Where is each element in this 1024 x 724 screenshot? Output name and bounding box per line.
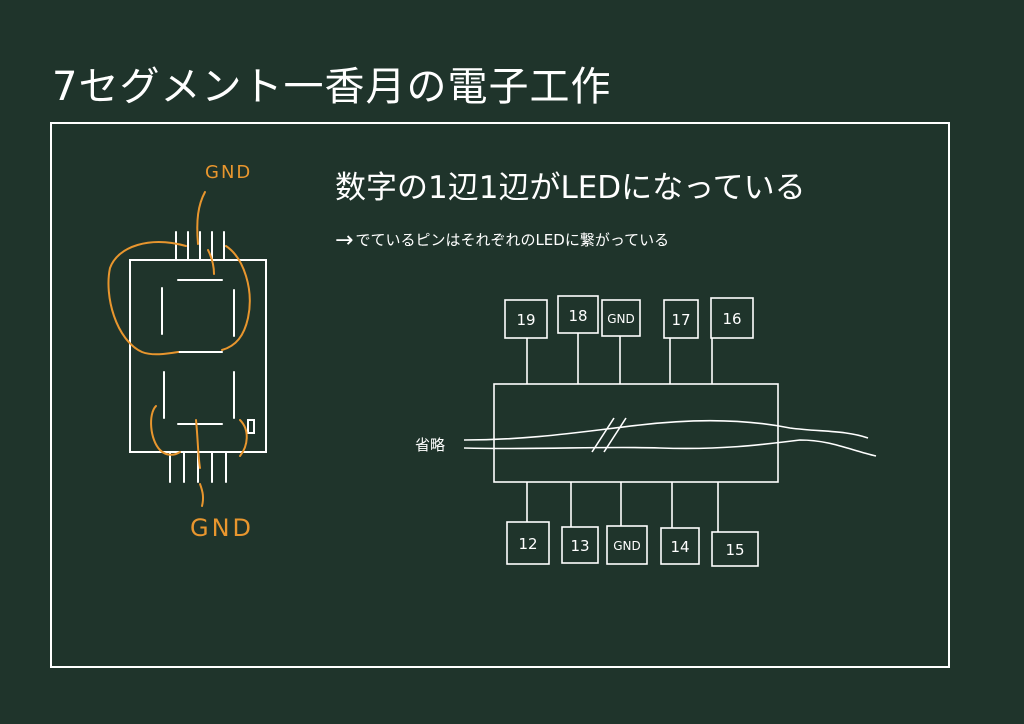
loop-bottom-right [239,419,248,457]
gnd-top-line [196,191,206,245]
segments [161,279,235,425]
pin-label: 15 [725,541,744,559]
gnd-bottom-label: GND [190,514,254,542]
wave-line-lower [463,439,877,457]
break-mark-2 [603,417,627,453]
wave-line-upper [463,419,869,441]
ic-diagram [463,333,877,532]
pin-box: 12 [506,521,550,565]
pin-label: 16 [722,310,741,328]
top-pin-boxes: 19 18 GND 17 16 [504,295,754,339]
pin-box: 13 [561,526,599,564]
subline-text: でているピンはそれぞれのLEDに繋がっている [355,231,670,249]
pin-label: GND [607,312,635,326]
loop-bottom-center [195,419,201,469]
arrow-icon: → [335,228,354,253]
pin-box: GND [606,525,648,565]
pin-box: 15 [711,531,759,567]
omitted-label: 省略 [415,436,445,454]
pin-label: 14 [670,538,689,556]
ic-body [493,383,779,483]
gnd-bottom-line [199,483,205,507]
loop-bottom-left [150,405,181,456]
pin-box: 14 [660,527,700,565]
chalkboard-frame [50,122,950,668]
pin-box: GND [601,299,641,337]
pin-label: 18 [568,307,587,325]
subline: →でているピンはそれぞれのLEDに繋がっている [335,228,669,253]
bottom-pin-boxes: 12 13 GND 14 15 [506,521,759,567]
pin-box: 16 [710,297,754,339]
omitted-label-group: 省略 [415,436,445,454]
pin-box: 17 [663,299,699,339]
pin-box: 18 [557,295,599,334]
loop-right [221,245,251,351]
pin-box: 19 [504,299,548,339]
loop-center [207,249,215,275]
top-pins [175,231,225,261]
seven-segment-display [129,231,267,483]
pin-label: 17 [671,311,690,329]
pin-label: 12 [518,535,537,553]
gnd-annotations [107,191,251,507]
heading: 数字の1辺1辺がLEDになっている [335,170,806,206]
pin-label: GND [613,539,641,553]
bottom-pins [169,451,227,483]
break-mark-1 [591,417,615,453]
pin-label: 19 [516,311,535,329]
page-title: 7セグメント一香月の電子工作 [52,64,612,110]
pin-label: 13 [570,537,589,555]
decimal-point [247,419,255,434]
loop-left [107,241,187,356]
gnd-top-label: GND [205,162,252,183]
